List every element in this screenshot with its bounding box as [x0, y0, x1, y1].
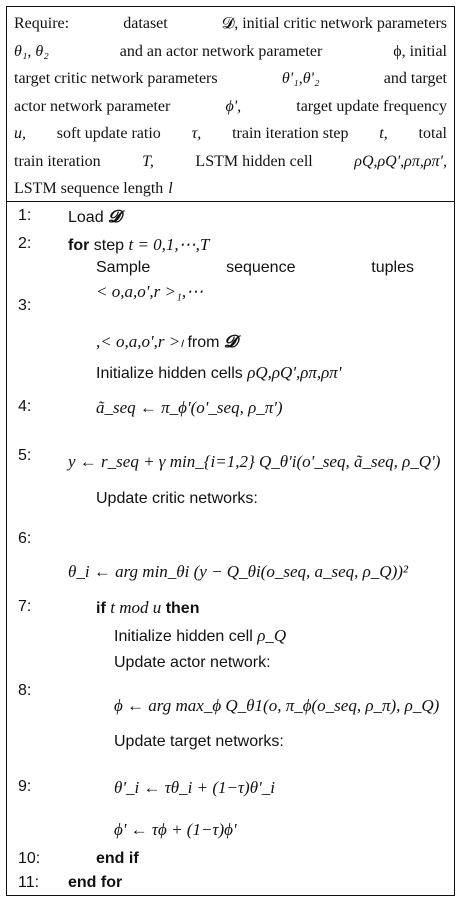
step-end-if: end if: [96, 850, 139, 867]
line-number-11: 11:: [18, 874, 40, 891]
line-number-3: 3:: [18, 297, 32, 314]
require-line-3: target critic network parameters θ'₁,θ'₂…: [14, 70, 447, 87]
step-init-hidden-cells: Initialize hidden cells ρQ,ρQ',ρπ,ρπ': [96, 363, 342, 382]
step-sample-tuple-first: < o,a,o',r >₁,⋯: [96, 282, 204, 301]
line-number-7: 7:: [18, 598, 32, 615]
step-update-actor-label: Update actor network:: [114, 654, 271, 671]
line-number-9: 9:: [18, 778, 32, 795]
step-init-hidden-cell: Initialize hidden cell ρ_Q: [114, 626, 287, 645]
step-target-critic-soft-update: θ'_i ← τθ_i + (1−τ)θ'_i: [114, 778, 275, 797]
step-if-condition: if t mod u then: [96, 598, 200, 617]
step-sample-text: Sample sequence tuples: [96, 259, 414, 276]
require-line-4: actor network parameter ϕ', target updat…: [14, 97, 447, 115]
algorithm-box: [6, 6, 455, 896]
step-actor-action: ã_seq ← π_ϕ'(o'_seq, ρ_π'): [96, 398, 283, 417]
step-actor-update: ϕ ← arg max_ϕ Q_θ1(o, π_ϕ(o_seq, ρ_π), ρ…: [114, 696, 440, 715]
require-divider: [6, 201, 455, 202]
line-number-6: 6:: [18, 530, 32, 547]
require-line-6: train iteration T, LSTM hidden cell ρQ,ρ…: [14, 152, 447, 170]
step-update-critic-label: Update critic networks:: [96, 490, 258, 507]
require-line-1: Require: dataset 𝓓, initial critic netwo…: [14, 10, 447, 38]
require-block: Require: dataset 𝓓, initial critic netwo…: [14, 10, 447, 203]
step-for-loop: for step t = 0,1,⋯,T: [68, 235, 210, 254]
step-end-for: end for: [68, 874, 123, 891]
line-number-5: 5:: [18, 447, 32, 464]
step-target-actor-soft-update: ϕ' ← τϕ + (1−τ)ϕ': [114, 820, 237, 839]
line-number-10: 10:: [18, 850, 41, 867]
step-update-target-label: Update target networks:: [114, 733, 284, 750]
line-number-1: 1:: [18, 207, 32, 224]
step-sample-tuple-last: ,< o,a,o',r >ₗ from 𝓓: [96, 332, 237, 351]
line-number-2: 2:: [18, 235, 32, 252]
require-label: Require:: [14, 15, 70, 32]
line-number-4: 4:: [18, 398, 32, 415]
step-load: Load 𝓓: [68, 207, 122, 226]
line-number-8: 8:: [18, 682, 32, 699]
require-line-5: u, soft update ratio τ, train iteration …: [14, 125, 447, 142]
step-critic-update: θ_i ← arg min_θi (y − Q_θi(o_seq, a_seq,…: [68, 562, 408, 581]
step-target-value: y ← r_seq + γ min_{i=1,2} Q_θ'i(o'_seq, …: [68, 452, 441, 471]
require-line-2: θ₁, θ₂ and an actor network parameter ϕ,…: [14, 42, 447, 60]
require-line-7: LSTM sequence length l: [14, 180, 173, 197]
